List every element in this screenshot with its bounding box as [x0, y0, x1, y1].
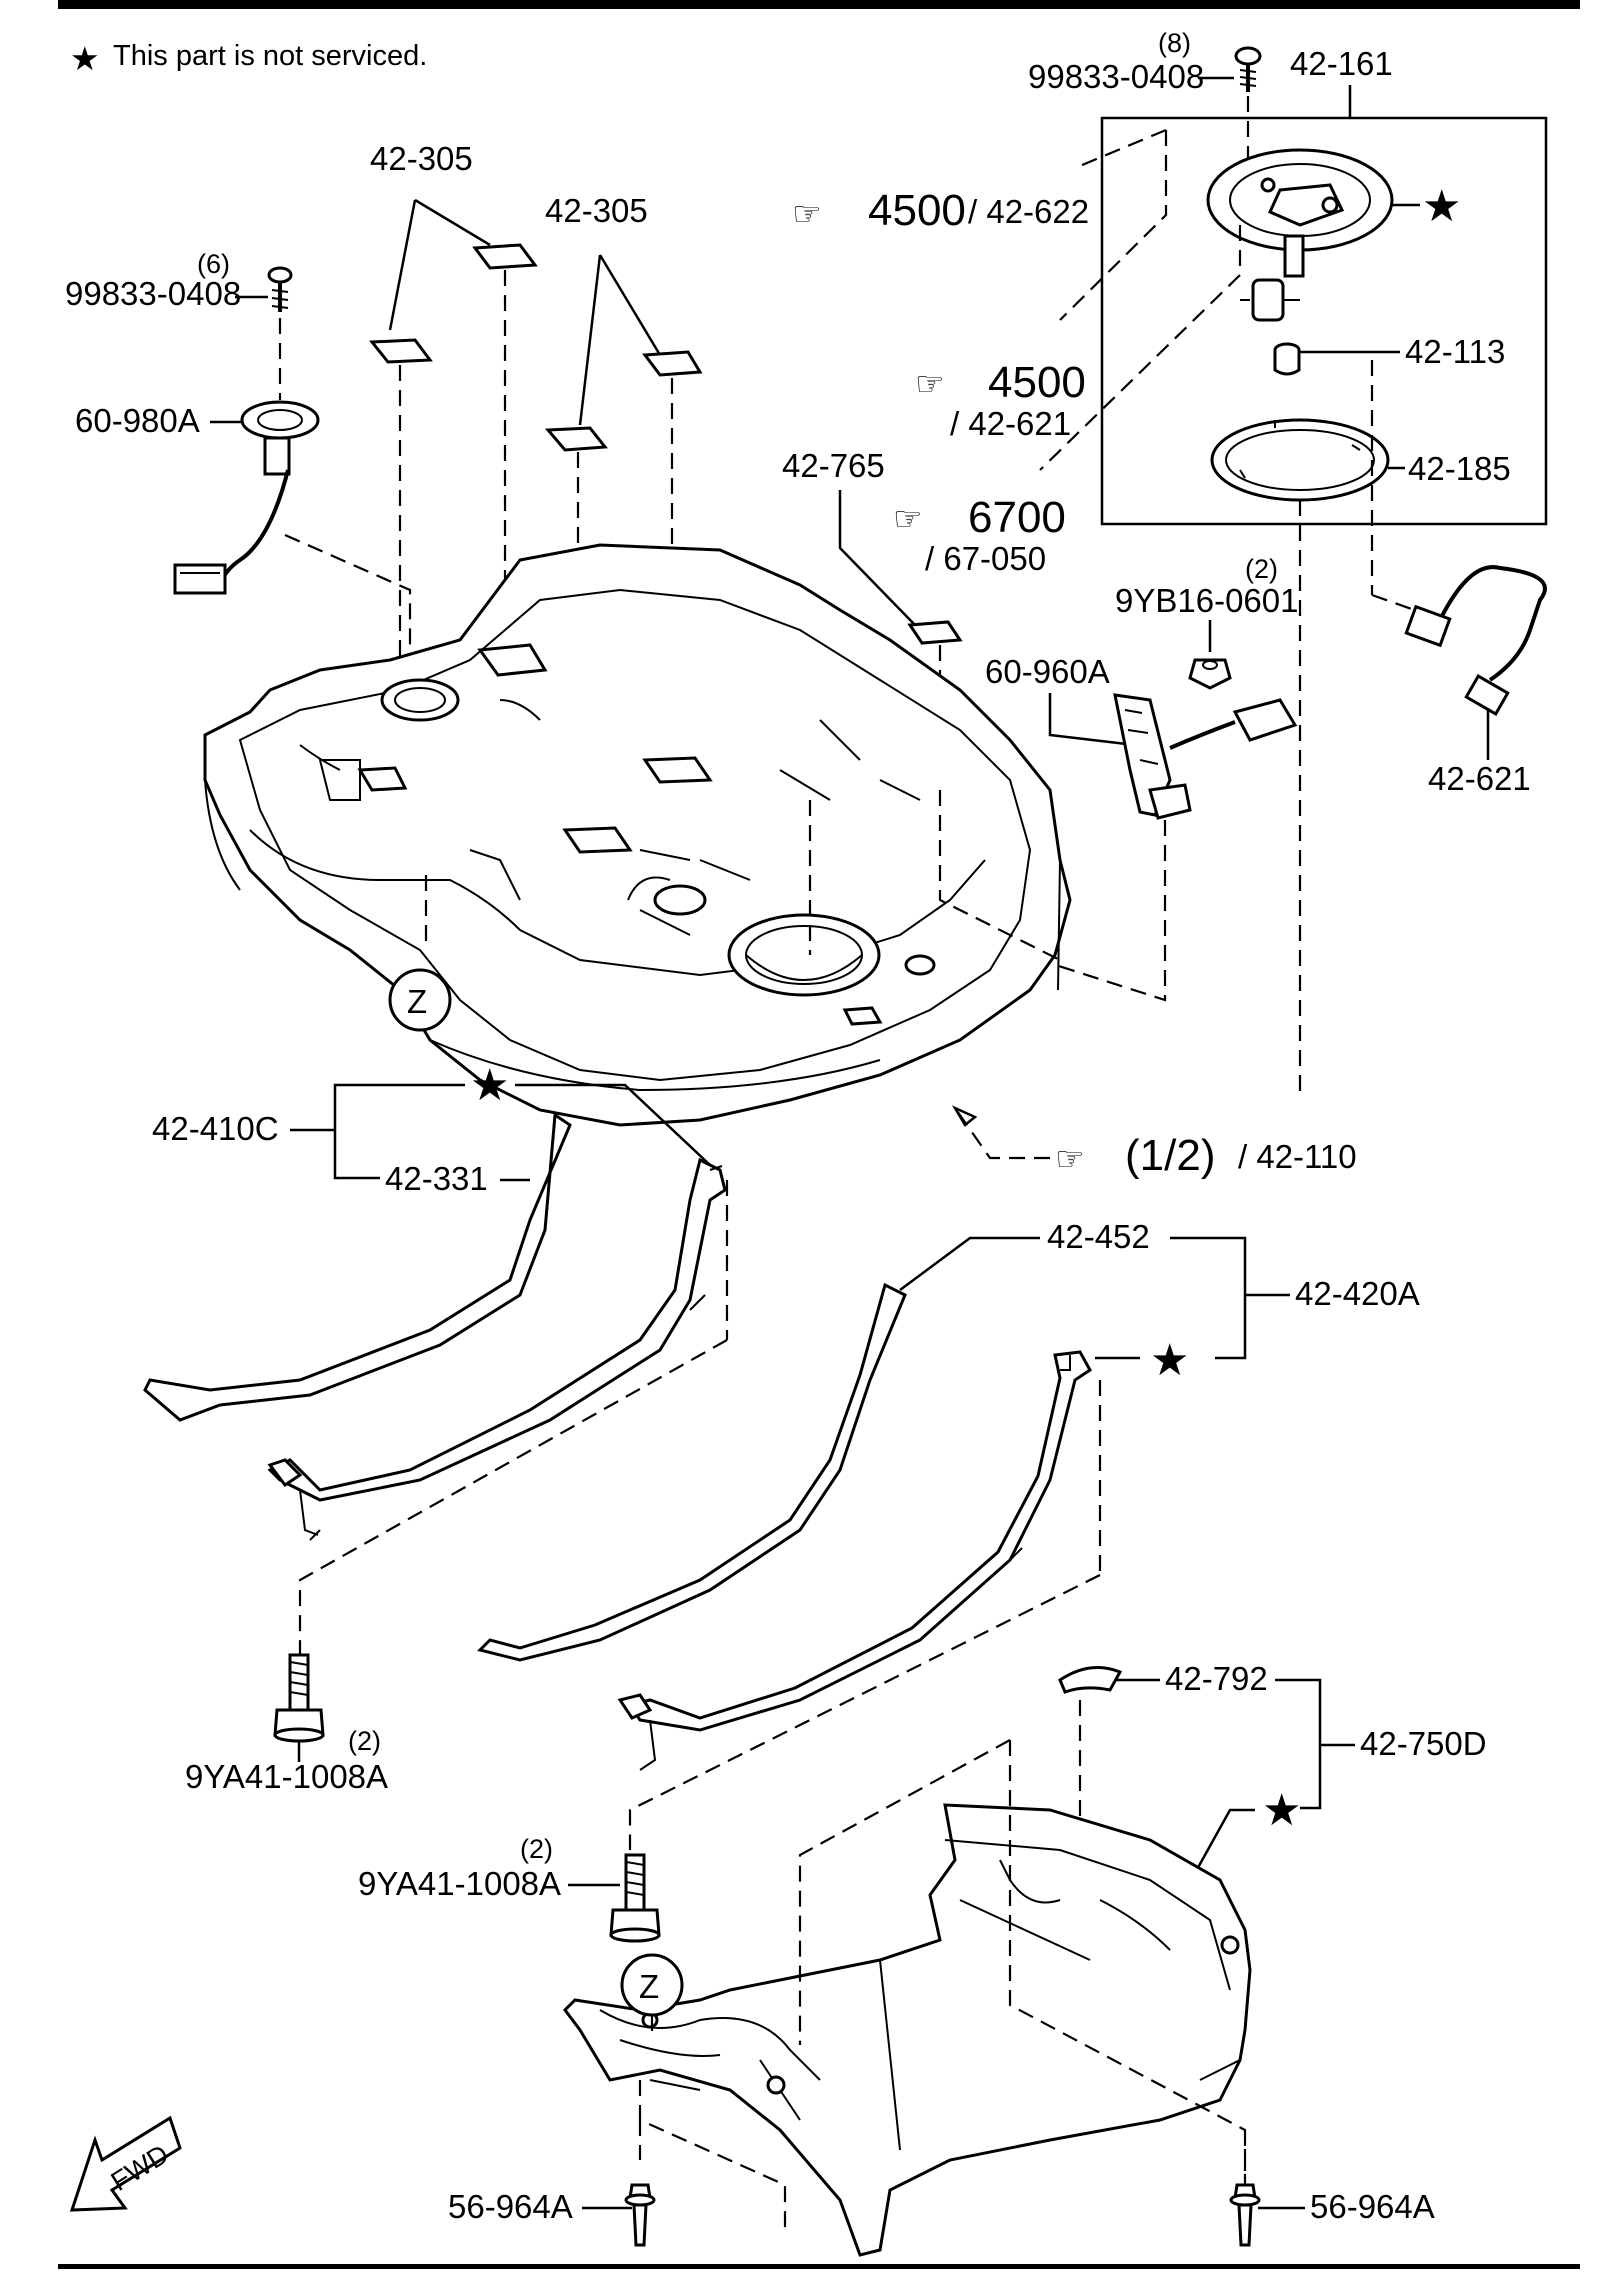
push-clip-icon [624, 2183, 656, 2247]
ref-1-2-num: (1/2) [1125, 1131, 1215, 1180]
push-clip-icon [1229, 2183, 1261, 2247]
zone-z-label: Z [407, 983, 427, 1020]
part-60-980A-label: 60-980A [75, 402, 200, 439]
ref-6700-67-050: ☞ 6700 / 67-050 [893, 493, 1066, 577]
bolt-a-label: 9YA41-1008A [185, 1758, 388, 1795]
part-42-113-label: 42-113 [1405, 333, 1505, 370]
legend-star-icon: ★ [70, 40, 100, 77]
part-42-305a-label: 42-305 [370, 140, 473, 177]
zone-z-bottom-label: Z [639, 1968, 659, 2005]
bolt-top-qty: (8) [1158, 28, 1191, 58]
screw-icon [267, 266, 293, 312]
pointer-hand-icon: ☞ [1055, 1140, 1085, 1177]
nut-icon [1188, 658, 1232, 690]
bolt-b-label: 9YA41-1008A [358, 1865, 561, 1902]
strap-bolt-b-group: (2) 9YA41-1008A [358, 1834, 661, 1943]
pointer-hand-icon: ☞ [915, 365, 945, 402]
fuel-pump-control-unit [1113, 693, 1298, 820]
ref-6700-num: 6700 [968, 493, 1066, 542]
clip-right-label: 56-964A [1310, 2188, 1435, 2225]
bolt-icon [609, 1853, 661, 1943]
part-42-420A-label: 42-420A [1295, 1275, 1420, 1312]
fuel-pump-group: (8) 99833-0408 42-161 ★ [1028, 28, 1548, 1092]
screw-icon [1234, 46, 1262, 92]
part-42-792-label: 42-792 [1165, 1660, 1268, 1697]
ref-4500-42-621: ☞ 4500 / 42-621 [915, 358, 1086, 442]
top-border [58, 0, 1580, 9]
part-60-960A-label: 60-960A [985, 653, 1110, 690]
zone-marker-z-bottom: Z [620, 1953, 684, 2040]
star-icon-strap-right: ★ [1150, 1336, 1189, 1385]
clip-left-label: 56-964A [448, 2188, 573, 2225]
ref-6700-code: / 67-050 [925, 540, 1046, 577]
pump-filter [1273, 342, 1301, 376]
ref-1-2-42-110: ☞ (1/2) / 42-110 [951, 1105, 1357, 1180]
lock-ring [1210, 418, 1390, 502]
bolt-left-label: 99833-0408 [65, 275, 241, 312]
ref-4500b-num: 4500 [988, 358, 1086, 407]
part-42-452-label: 42-452 [1047, 1218, 1150, 1255]
bolt-top-label: 99833-0408 [1028, 58, 1204, 95]
zone-marker-z-top: Z [388, 968, 452, 1032]
part-42-621-label: 42-621 [1428, 760, 1531, 797]
bolt-a-qty: (2) [348, 1726, 381, 1756]
legend-note: ★ This part is not serviced. [70, 40, 427, 77]
ref-1-2-code: / 42-110 [1238, 1138, 1357, 1175]
legend-text: This part is not serviced. [113, 40, 427, 72]
part-42-750D-label: 42-750D [1360, 1725, 1487, 1762]
clip-left-group: 56-964A [448, 2183, 656, 2247]
pointer-hand-icon: ☞ [792, 195, 822, 232]
section-references: ☞ 4500 / 42-622 ☞ 4500 / 42-621 ☞ 6700 /… [792, 128, 1357, 1180]
fuel-pump-harness [1404, 565, 1547, 716]
star-icon-strap-left: ★ [470, 1061, 509, 1110]
ref-4500b-code: / 42-621 [950, 405, 1071, 442]
bolt-left-qty: (6) [197, 249, 230, 279]
rear-strap-group: 42-410C 42-331 ★ [143, 1061, 729, 1680]
star-icon-insulator: ★ [1262, 1786, 1301, 1835]
fuel-pump-flange [1206, 148, 1394, 322]
front-strap-group: 42-452 42-420A ★ [477, 1218, 1420, 1850]
fuel-pump-control-unit-group: (2) 9YB16-0601 60-960A [985, 554, 1298, 1002]
heat-insulator-group: 42-792 42-750D ★ [563, 1660, 1487, 2257]
part-42-331-label: 42-331 [385, 1160, 488, 1197]
part-42-410C-label: 42-410C [152, 1110, 279, 1147]
bolt-icon [273, 1653, 325, 1743]
ref-4500a-code: / 42-622 [968, 193, 1089, 230]
pointer-hand-icon: ☞ [893, 500, 923, 537]
pump-group-box [1100, 116, 1548, 526]
clip-right-group: 56-964A [1229, 2183, 1435, 2247]
fwd-arrow-icon: FWD [69, 2115, 182, 2212]
bottom-border [58, 2264, 1580, 2269]
ref-4500a-num: 4500 [868, 186, 966, 235]
strap-bolt-a-group: (2) 9YA41-1008A [185, 1653, 388, 1795]
fuel-tank [203, 543, 1072, 1127]
bolt-b-qty: (2) [520, 1834, 553, 1864]
part-42-161-label: 42-161 [1290, 45, 1393, 82]
nut-label: 9YB16-0601 [1115, 582, 1298, 619]
star-icon-pump: ★ [1422, 182, 1461, 231]
part-42-185-label: 42-185 [1408, 450, 1511, 487]
part-42-765-label: 42-765 [782, 447, 885, 484]
nut-qty: (2) [1245, 554, 1278, 584]
ref-4500-42-622: ☞ 4500 / 42-622 [792, 186, 1089, 235]
fuel-level-sender [173, 400, 320, 595]
part-42-305b-label: 42-305 [545, 192, 648, 229]
